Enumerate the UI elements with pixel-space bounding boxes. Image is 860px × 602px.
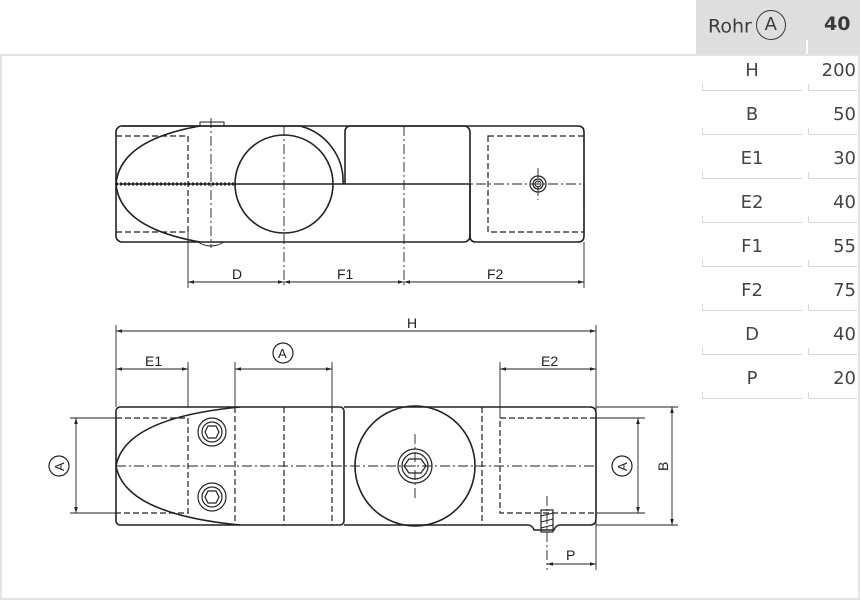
row-value: 75 — [833, 280, 856, 301]
table-row: F2 75 — [696, 276, 860, 320]
row-key: B — [745, 104, 759, 125]
svg-text:A: A — [278, 346, 287, 361]
row-key: D — [745, 324, 759, 345]
svg-text:A: A — [615, 462, 630, 471]
row-key: F1 — [741, 236, 763, 257]
row-value: 200 — [821, 60, 856, 81]
svg-text:P: P — [566, 547, 575, 563]
row-value: 40 — [833, 324, 856, 345]
svg-text:D: D — [232, 266, 242, 282]
row-key: F2 — [741, 280, 763, 301]
top-view — [115, 118, 585, 288]
top-view-labels: D F1 F2 — [232, 266, 504, 282]
row-value: 50 — [833, 104, 856, 125]
header-separator — [806, 40, 808, 54]
svg-text:E2: E2 — [541, 353, 558, 369]
table-row: E1 30 — [696, 144, 860, 188]
svg-text:E1: E1 — [145, 353, 162, 369]
table-row: D 40 — [696, 320, 860, 364]
row-key: E2 — [740, 192, 764, 213]
frame-right-border — [858, 54, 860, 600]
row-key: E1 — [740, 148, 764, 169]
svg-text:A: A — [52, 462, 67, 471]
row-key: H — [745, 60, 759, 81]
header-value: 40 — [824, 13, 851, 35]
table-row: H 200 — [696, 56, 860, 100]
table-row: F1 55 — [696, 232, 860, 276]
front-view — [48, 325, 678, 570]
row-value: 40 — [833, 192, 856, 213]
svg-text:F1: F1 — [337, 266, 354, 282]
row-value: 20 — [833, 368, 856, 389]
table-row: P 20 — [696, 364, 860, 408]
table-row: B 50 — [696, 100, 860, 144]
svg-text:H: H — [407, 315, 417, 331]
svg-text:F2: F2 — [487, 266, 504, 282]
svg-text:B: B — [655, 462, 671, 471]
front-view-labels: H E1 A E2 P A A B — [52, 315, 671, 563]
row-value: 55 — [833, 236, 856, 257]
row-value: 30 — [833, 148, 856, 169]
table-row: E2 40 — [696, 188, 860, 232]
tube-symbol: A — [755, 10, 786, 40]
drawing-frame — [0, 54, 858, 600]
row-key: P — [746, 368, 758, 389]
